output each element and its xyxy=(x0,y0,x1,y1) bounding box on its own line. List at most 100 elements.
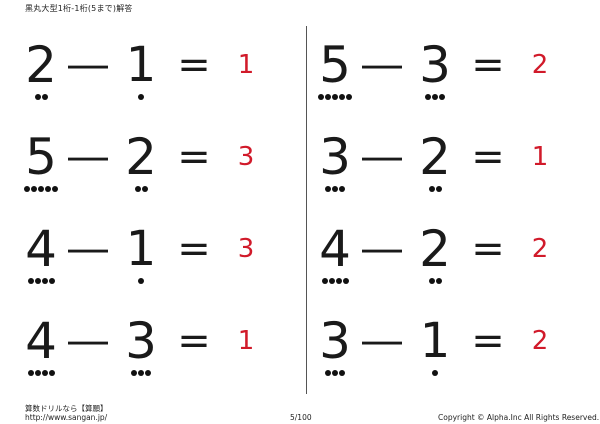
subtrahend-dots xyxy=(118,88,164,102)
subtrahend-digit: 1 xyxy=(125,37,157,93)
counting-dot xyxy=(34,370,41,376)
minuend: 3 xyxy=(312,132,358,198)
minuend-digit: 4 xyxy=(25,312,57,370)
counting-dot xyxy=(432,94,438,100)
counting-dot xyxy=(31,186,37,192)
minuend-digit: 4 xyxy=(25,220,57,278)
counting-dot xyxy=(145,370,151,376)
page-number: 5/100 xyxy=(290,413,312,422)
counting-dot xyxy=(321,278,328,284)
counting-dot xyxy=(432,370,438,376)
problem-row: 4―2=2 xyxy=(312,224,582,294)
counting-dot xyxy=(138,370,144,376)
answer: 2 xyxy=(531,234,549,264)
subtrahend: 1 xyxy=(412,316,458,382)
counting-dot xyxy=(439,94,445,100)
minus-sign: ― xyxy=(362,226,402,272)
subtrahend-digit: 3 xyxy=(125,312,157,370)
subtrahend-dots xyxy=(118,180,164,194)
footer-brand: 算数ドリルなら【算願】 xyxy=(25,404,108,413)
equals-sign: = xyxy=(177,318,211,364)
counting-dot xyxy=(48,370,55,376)
minuend-digit: 5 xyxy=(25,128,57,186)
subtrahend: 2 xyxy=(412,224,458,290)
subtrahend-digit: 1 xyxy=(419,313,451,369)
equals-sign: = xyxy=(177,134,211,180)
minuend-dots xyxy=(312,88,358,102)
minus-sign: ― xyxy=(68,318,108,364)
counting-dot xyxy=(332,370,338,376)
counting-dot xyxy=(138,94,144,100)
subtrahend: 2 xyxy=(118,132,164,198)
counting-dot xyxy=(332,186,338,192)
problem-row: 4―1=3 xyxy=(18,224,288,294)
subtrahend-dots xyxy=(412,88,458,102)
answer: 2 xyxy=(531,50,549,80)
counting-dot xyxy=(27,278,34,284)
minuend-dots xyxy=(18,180,64,194)
equals-sign: = xyxy=(471,226,505,272)
counting-dot xyxy=(34,278,41,284)
subtrahend: 3 xyxy=(412,40,458,106)
minuend: 2 xyxy=(18,40,64,106)
counting-dot xyxy=(48,278,55,284)
counting-dot xyxy=(435,278,442,284)
equals-sign: = xyxy=(471,318,505,364)
minuend-digit: 4 xyxy=(319,220,351,278)
subtrahend: 2 xyxy=(412,132,458,198)
minuend: 5 xyxy=(312,40,358,106)
minuend: 3 xyxy=(312,316,358,382)
minuend: 4 xyxy=(18,316,64,382)
counting-dot xyxy=(335,278,342,284)
subtrahend-dots xyxy=(412,364,458,378)
minuend-dots xyxy=(18,272,64,286)
column-divider xyxy=(306,26,307,394)
minus-sign: ― xyxy=(362,134,402,180)
answer: 1 xyxy=(237,326,255,356)
subtrahend: 1 xyxy=(118,224,164,290)
minuend-digit: 3 xyxy=(319,128,351,186)
minuend-dots xyxy=(18,88,64,102)
subtrahend: 1 xyxy=(118,40,164,106)
equals-sign: = xyxy=(471,42,505,88)
answer: 1 xyxy=(531,142,549,172)
counting-dot xyxy=(425,94,431,100)
counting-dot xyxy=(52,186,58,192)
counting-dot xyxy=(24,186,30,192)
counting-dot xyxy=(41,94,48,100)
minus-sign: ― xyxy=(68,226,108,272)
subtrahend-digit: 1 xyxy=(125,221,157,277)
problem-row: 5―2 = 3 xyxy=(18,132,288,202)
subtrahend-digit: 2 xyxy=(419,128,451,186)
problem-row: 5―3 = 2 xyxy=(312,40,582,110)
problem-row: 3―2=1 xyxy=(312,132,582,202)
minuend-dots xyxy=(312,180,358,194)
counting-dot xyxy=(325,186,331,192)
problem-row: 3―1=2 xyxy=(312,316,582,386)
counting-dot xyxy=(318,94,324,100)
counting-dot xyxy=(325,370,331,376)
problem-row: 4―3 = 1 xyxy=(18,316,288,386)
minuend-digit: 3 xyxy=(319,312,351,370)
answer: 2 xyxy=(531,326,549,356)
counting-dot xyxy=(34,94,41,100)
minus-sign: ― xyxy=(68,42,108,88)
subtrahend-dots xyxy=(412,180,458,194)
equals-sign: = xyxy=(177,42,211,88)
counting-dot xyxy=(435,186,442,192)
answer: 3 xyxy=(237,142,255,172)
minuend-dots xyxy=(312,272,358,286)
counting-dot xyxy=(45,186,51,192)
subtrahend: 3 xyxy=(118,316,164,382)
counting-dot xyxy=(339,370,345,376)
minuend-digit: 2 xyxy=(25,36,57,94)
counting-dot xyxy=(428,186,435,192)
minus-sign: ― xyxy=(68,134,108,180)
counting-dot xyxy=(41,370,48,376)
footer-url[interactable]: http://www.sangan.jp/ xyxy=(25,413,108,422)
minuend-dots xyxy=(312,364,358,378)
counting-dot xyxy=(332,94,338,100)
counting-dot xyxy=(346,94,352,100)
minus-sign: ― xyxy=(362,42,402,88)
minuend: 5 xyxy=(18,132,64,198)
